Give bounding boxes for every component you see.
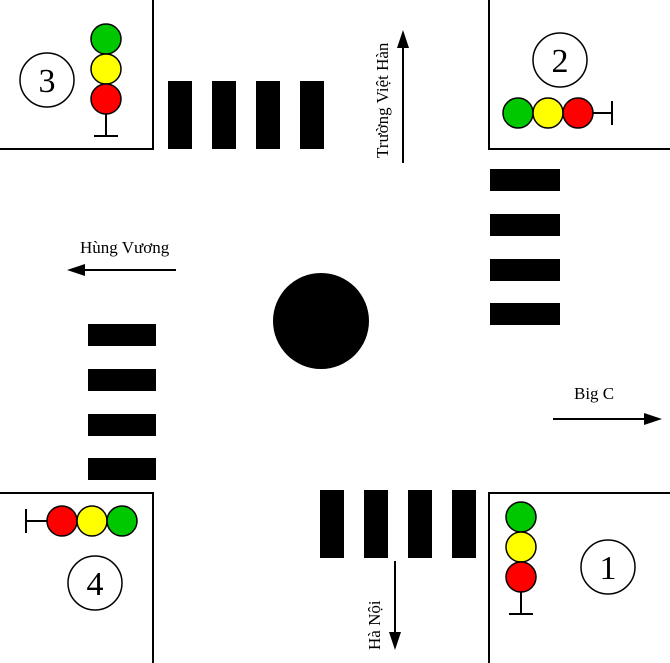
- red-light-icon: [562, 97, 594, 129]
- red-light-icon: [90, 83, 122, 115]
- crosswalk-east: [490, 169, 560, 325]
- corner-badge-number: 1: [600, 550, 617, 587]
- corner-badge-1: 1: [580, 539, 636, 595]
- arrow-south: [389, 561, 401, 650]
- corner-badge-circle: [19, 52, 75, 108]
- arrow-north: [397, 30, 409, 163]
- crosswalk-stripe: [490, 169, 560, 191]
- crosswalk-south: [320, 490, 476, 558]
- crosswalk-stripe: [88, 458, 156, 480]
- corner-badge-circle: [580, 539, 636, 595]
- crosswalk-north: [168, 81, 324, 149]
- crosswalk-stripe: [168, 81, 192, 149]
- corner-badge-circle: [67, 555, 123, 611]
- roundabout-center: [273, 273, 369, 369]
- up-arrow-icon: [397, 30, 409, 48]
- green-light-icon: [505, 501, 537, 533]
- green-light-icon: [502, 97, 534, 129]
- crosswalk-stripe: [88, 324, 156, 346]
- street-label-west: Hùng Vương: [80, 238, 170, 257]
- corner-badge-circle: [532, 32, 588, 88]
- corner-boundary-sw: [0, 492, 154, 663]
- traffic-light-3: [90, 23, 122, 137]
- right-arrow-icon: [644, 413, 662, 425]
- traffic-light-2: [502, 97, 613, 129]
- crosswalk-west: [88, 324, 156, 480]
- corner-boundary-se: [488, 492, 670, 663]
- street-label-north: Trường Việt Hàn: [373, 42, 392, 158]
- green-light-icon: [106, 505, 138, 537]
- yellow-light-icon: [90, 53, 122, 85]
- crosswalk-stripe: [452, 490, 476, 558]
- crosswalk-stripe: [408, 490, 432, 558]
- yellow-light-icon: [532, 97, 564, 129]
- crosswalk-stripe: [320, 490, 344, 558]
- street-label-east: Big C: [574, 384, 614, 403]
- crosswalk-stripe: [490, 303, 560, 325]
- down-arrow-icon: [389, 632, 401, 650]
- crosswalk-stripe: [88, 414, 156, 436]
- red-light-icon: [46, 505, 78, 537]
- corner-badge-number: 3: [39, 63, 56, 100]
- corner-boundary-nw: [0, 0, 154, 150]
- corner-badge-number: 4: [87, 566, 104, 603]
- yellow-light-icon: [505, 531, 537, 563]
- crosswalk-stripe: [364, 490, 388, 558]
- corner-badge-4: 4: [67, 555, 123, 611]
- yellow-light-icon: [76, 505, 108, 537]
- red-light-icon: [505, 561, 537, 593]
- street-label-south: Hà Nội: [365, 600, 384, 650]
- crosswalk-stripe: [212, 81, 236, 149]
- crosswalk-stripe: [300, 81, 324, 149]
- traffic-light-4: [25, 505, 138, 537]
- crosswalk-stripe: [256, 81, 280, 149]
- traffic-light-1: [505, 501, 537, 615]
- corner-badge-2: 2: [532, 32, 588, 88]
- crosswalk-stripe: [88, 369, 156, 391]
- corner-badge-number: 2: [552, 43, 569, 80]
- corner-boundary-ne: [488, 0, 670, 150]
- arrow-east: [553, 413, 662, 425]
- corner-badge-3: 3: [19, 52, 75, 108]
- crosswalk-stripe: [490, 214, 560, 236]
- crosswalk-stripe: [490, 259, 560, 281]
- arrow-west: [67, 264, 176, 276]
- green-light-icon: [90, 23, 122, 55]
- left-arrow-icon: [67, 264, 85, 276]
